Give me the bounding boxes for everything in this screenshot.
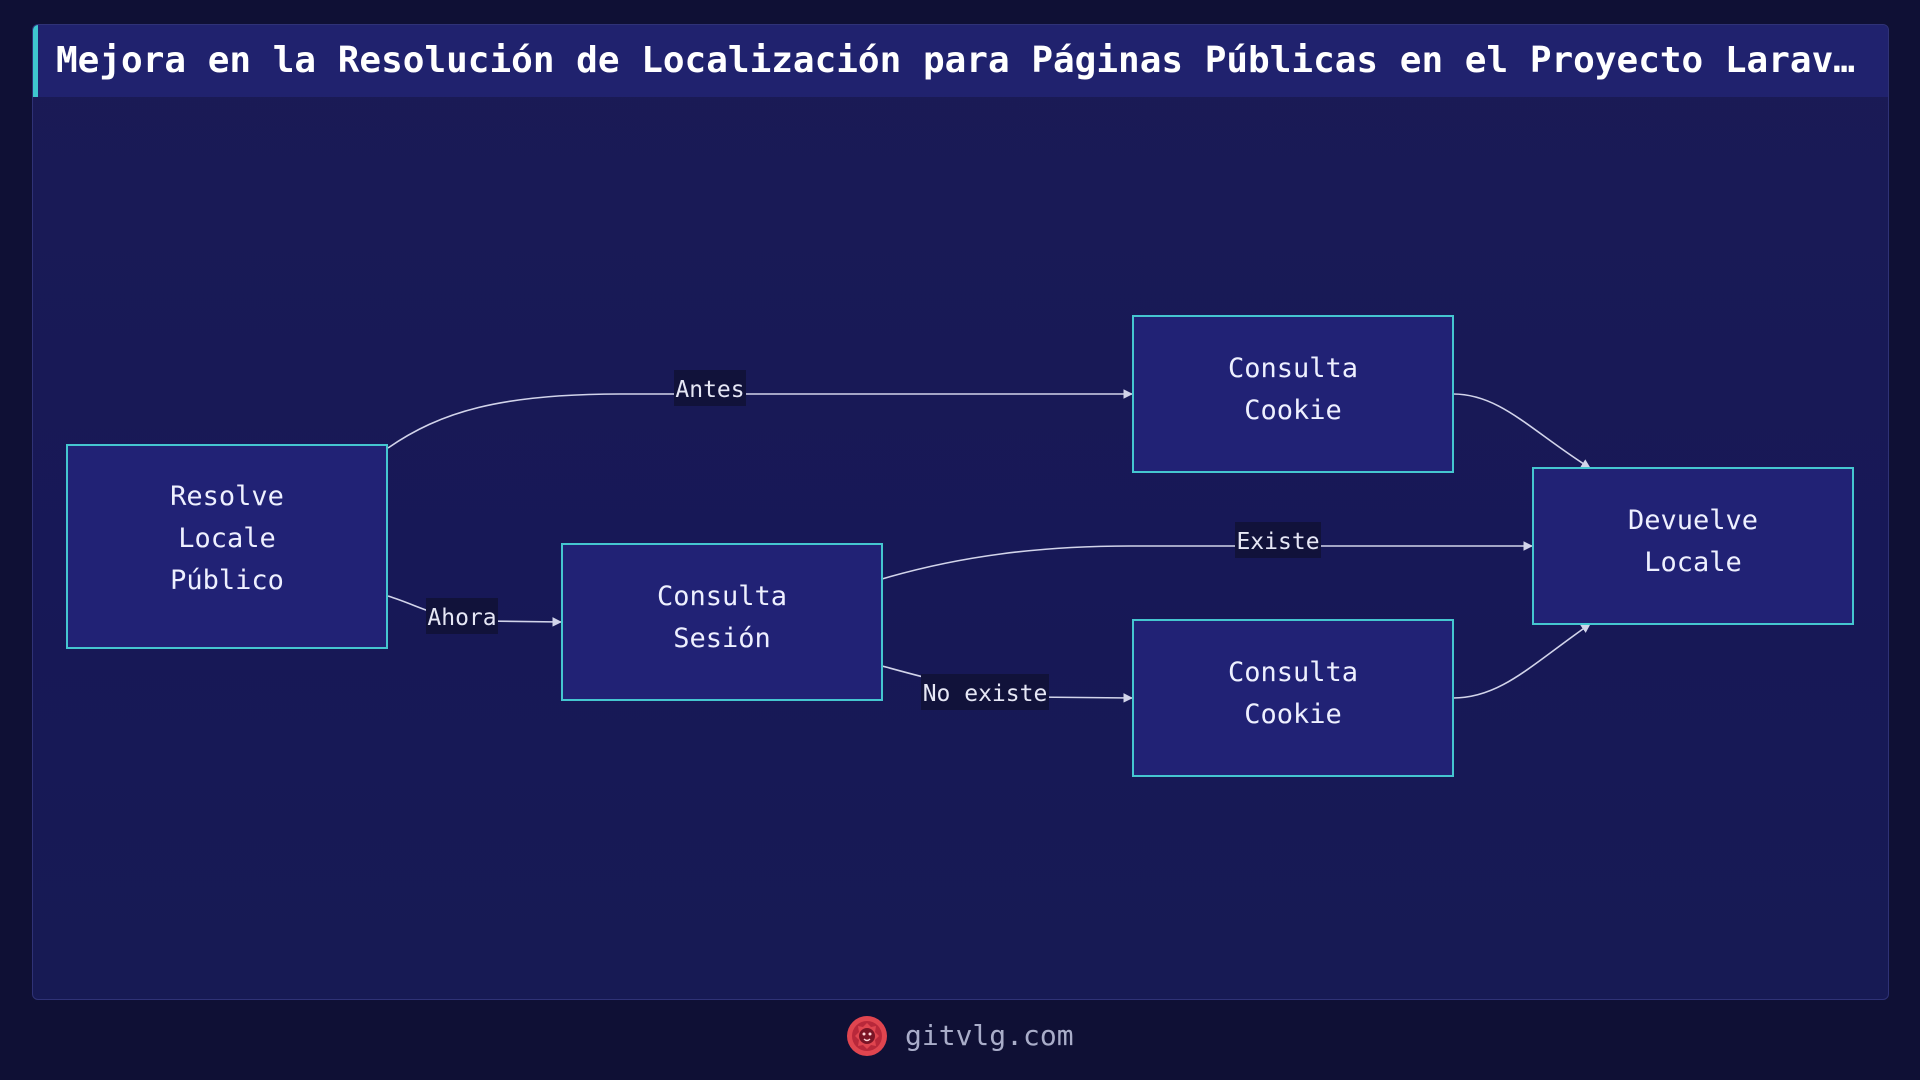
node-devuelve-locale: Devuelve Locale xyxy=(1532,467,1854,625)
node-devuelve-line-2: Locale xyxy=(1644,547,1742,578)
edge-cookie-top-devuelve xyxy=(1452,393,1591,469)
node-cookie-top-line-1: Consulta xyxy=(1228,353,1358,384)
node-devuelve-line-1: Devuelve xyxy=(1628,505,1758,536)
node-sesion-line-2: Sesión xyxy=(673,623,771,654)
node-cookie-top-line-2: Cookie xyxy=(1244,395,1342,426)
footer: gitvlg.com xyxy=(0,1012,1920,1060)
edge-existe xyxy=(881,541,1533,580)
edge-label-ahora-text: Ahora xyxy=(427,605,496,631)
edge-label-ahora: Ahora xyxy=(426,598,498,634)
edge-label-existe: Existe xyxy=(1235,522,1321,558)
edge-label-antes-text: Antes xyxy=(675,377,744,403)
node-consulta-sesion: Consulta Sesión xyxy=(561,543,883,701)
footer-brand[interactable]: gitvlg.com xyxy=(845,1012,1074,1060)
node-sesion-line-1: Consulta xyxy=(657,581,787,612)
edge-antes xyxy=(387,389,1133,449)
edge-label-no-existe-text: No existe xyxy=(923,681,1048,707)
node-cookie-bottom-line-2: Cookie xyxy=(1244,699,1342,730)
node-resolve-line-3: Público xyxy=(170,565,284,596)
edge-label-antes: Antes xyxy=(674,370,746,406)
footer-site-link[interactable]: gitvlg.com xyxy=(905,1019,1074,1052)
node-resolve-line-2: Locale xyxy=(178,523,276,554)
node-consulta-cookie-bottom: Consulta Cookie xyxy=(1132,619,1454,777)
node-cookie-bottom-line-1: Consulta xyxy=(1228,657,1358,688)
title-bar: Mejora en la Resolución de Localización … xyxy=(33,25,1888,97)
lion-head-icon xyxy=(847,1016,887,1056)
edge-label-existe-text: Existe xyxy=(1236,529,1319,555)
node-consulta-cookie-top: Consulta Cookie xyxy=(1132,315,1454,473)
edge-label-no-existe: No existe xyxy=(921,674,1049,710)
edge-cookie-bottom-devuelve xyxy=(1452,623,1591,699)
node-resolve-locale-publico: Resolve Locale Público xyxy=(66,444,388,649)
node-resolve-line-1: Resolve xyxy=(170,481,284,512)
